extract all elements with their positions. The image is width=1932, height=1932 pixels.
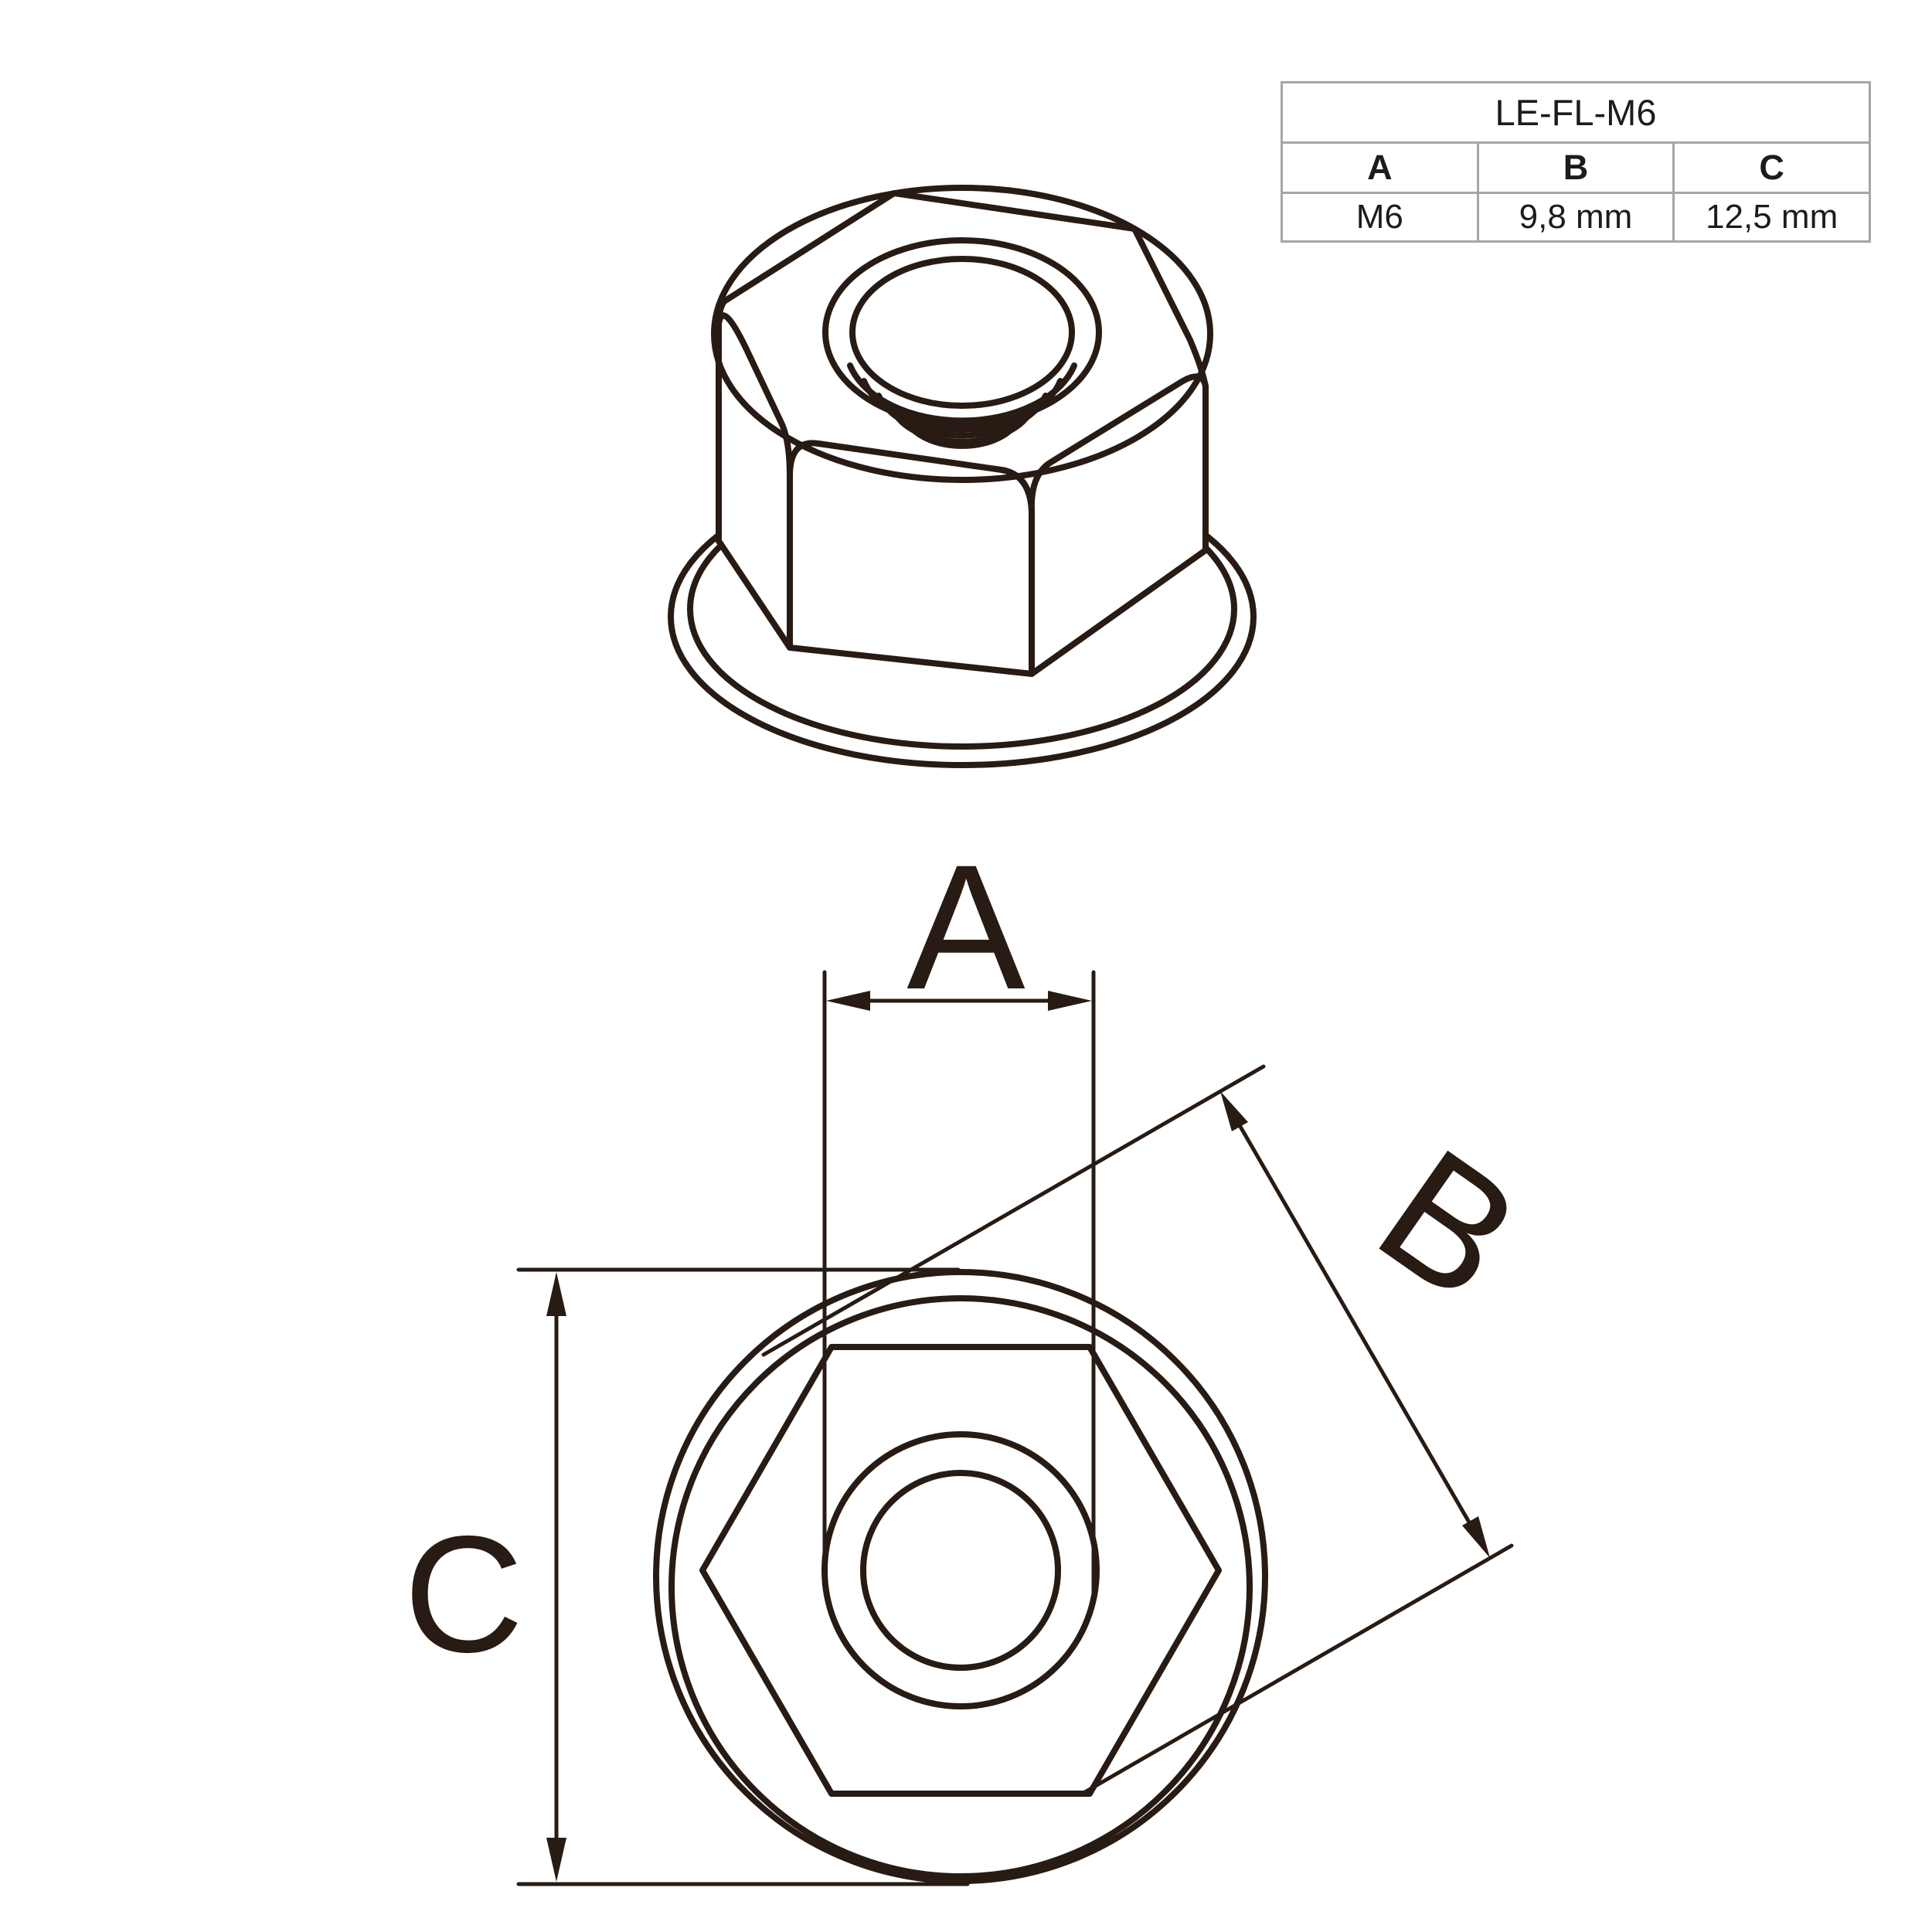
spec-table-title: LE-FL-M6 bbox=[1281, 81, 1871, 144]
spec-value-a: M6 bbox=[1281, 192, 1479, 243]
dim-a-label: A bbox=[906, 828, 1025, 1026]
spec-table-label-row: A B C bbox=[1281, 141, 1871, 194]
dim-b-ext-lower bbox=[1081, 1543, 1514, 1795]
arrowhead-up-icon bbox=[1220, 1091, 1248, 1131]
spec-col-c-header: C bbox=[1672, 141, 1871, 194]
arrowhead-top-icon bbox=[546, 1272, 566, 1316]
hexagon-outline bbox=[699, 1344, 1222, 1797]
dim-a-arrowheads bbox=[826, 991, 1092, 1011]
hex-top-edge-back-right bbox=[1131, 226, 1209, 389]
arrowhead-down-icon bbox=[1462, 1516, 1490, 1558]
thread-arc-4 bbox=[889, 406, 1035, 445]
spec-value-c: 12,5 mm bbox=[1672, 192, 1871, 243]
chamfer-circle bbox=[711, 185, 1213, 483]
dim-b-shaft bbox=[1232, 1114, 1479, 1538]
spec-col-b-header: B bbox=[1476, 141, 1675, 194]
hole-circle bbox=[860, 1470, 1061, 1671]
spec-value-b: 9,8 mm bbox=[1476, 192, 1675, 243]
dim-c-label: C bbox=[403, 1501, 523, 1687]
spec-table-header-row: LE-FL-M6 bbox=[1281, 81, 1871, 144]
spec-table: LE-FL-M6 A B C M6 9,8 mm 12,5 mm bbox=[1281, 81, 1871, 243]
dimension-c: C bbox=[403, 1267, 970, 1886]
arrowhead-bottom-icon bbox=[546, 1838, 566, 1882]
flange-outer-circle bbox=[653, 1269, 1268, 1884]
spec-table-value-row: M6 9,8 mm 12,5 mm bbox=[1281, 192, 1871, 243]
hex-bottom-edges bbox=[716, 538, 1209, 677]
dim-b-ext-upper bbox=[761, 1064, 1266, 1357]
thread-outer-ellipse bbox=[822, 237, 1102, 427]
hex-top-edge-front-left bbox=[787, 440, 1035, 515]
hex-top-edge-left bbox=[716, 312, 793, 479]
dim-c-arrowheads bbox=[546, 1272, 566, 1882]
spec-col-a-header: A bbox=[1281, 141, 1479, 194]
flange-inner-circle bbox=[668, 1295, 1253, 1879]
hex-top-edge-back bbox=[891, 190, 1138, 232]
thread-arc-5 bbox=[903, 417, 1021, 449]
arrowhead-right-icon bbox=[1048, 991, 1092, 1011]
dimension-a: A bbox=[822, 828, 1096, 1597]
arrowhead-left-icon bbox=[826, 991, 870, 1011]
hole-ellipse bbox=[849, 256, 1075, 409]
nut-top-view bbox=[653, 1269, 1268, 1884]
nut-3d-view bbox=[668, 185, 1257, 768]
dim-b-arrowheads bbox=[1220, 1091, 1490, 1558]
dim-b-label: B bbox=[1346, 1111, 1553, 1338]
